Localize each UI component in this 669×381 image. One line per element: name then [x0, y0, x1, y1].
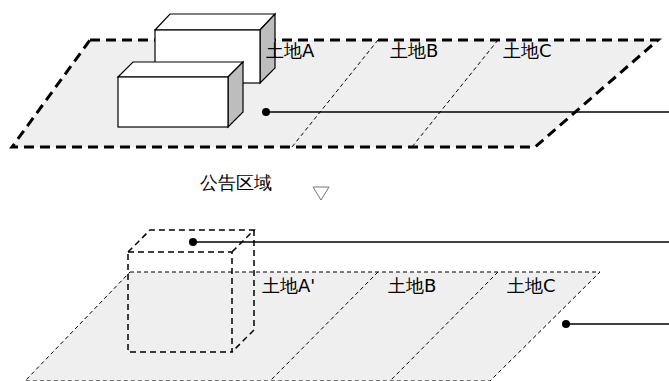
parcel-label: 土地B: [388, 276, 436, 296]
parcel-label: 土地C: [507, 276, 556, 296]
down-triangle: [313, 187, 329, 200]
leader-line: [266, 111, 669, 113]
building-side: [228, 62, 243, 127]
leader-line: [566, 323, 669, 325]
parcel-label: 土地A: [266, 41, 314, 61]
leader-line: [193, 241, 669, 243]
building-top: [155, 14, 275, 30]
parcel-label: 土地B: [390, 41, 438, 61]
land-area: [25, 272, 600, 381]
building-top: [118, 62, 243, 77]
parcel-label: 土地A': [262, 276, 315, 296]
notice-area: [12, 40, 658, 147]
area-caption: 公告区域: [200, 173, 272, 193]
parcel-label: 土地C: [503, 41, 552, 61]
removed-building: [128, 230, 254, 352]
building-front: [118, 77, 228, 127]
